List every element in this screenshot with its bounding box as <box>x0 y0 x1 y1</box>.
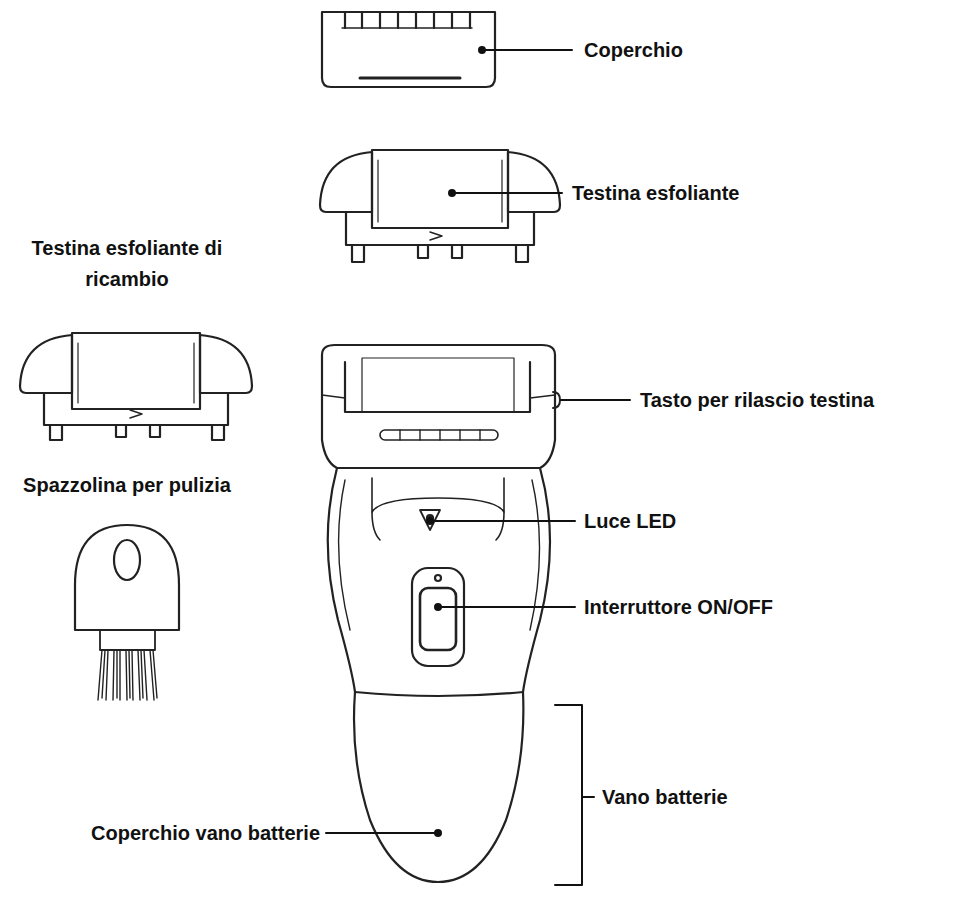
leader-lines <box>326 47 630 885</box>
spare-exfoliating-head <box>20 333 252 440</box>
cover <box>322 12 495 87</box>
part-label: Coperchio vano batterie <box>91 818 320 849</box>
part-label: Spazzolina per pulizia <box>12 470 242 501</box>
part-label: Luce LED <box>584 506 676 537</box>
part-label: Testina esfoliante di ricambio <box>2 233 252 295</box>
part-label: Coperchio <box>584 35 683 66</box>
part-label: Vano batterie <box>602 782 728 813</box>
cleaning-brush <box>75 525 179 700</box>
part-label: Testina esfoliante <box>572 178 739 209</box>
exfoliating-head <box>320 150 560 262</box>
part-label: Tasto per rilascio testina <box>640 385 874 416</box>
device-body <box>322 345 560 882</box>
part-label: Interruttore ON/OFF <box>584 592 773 623</box>
